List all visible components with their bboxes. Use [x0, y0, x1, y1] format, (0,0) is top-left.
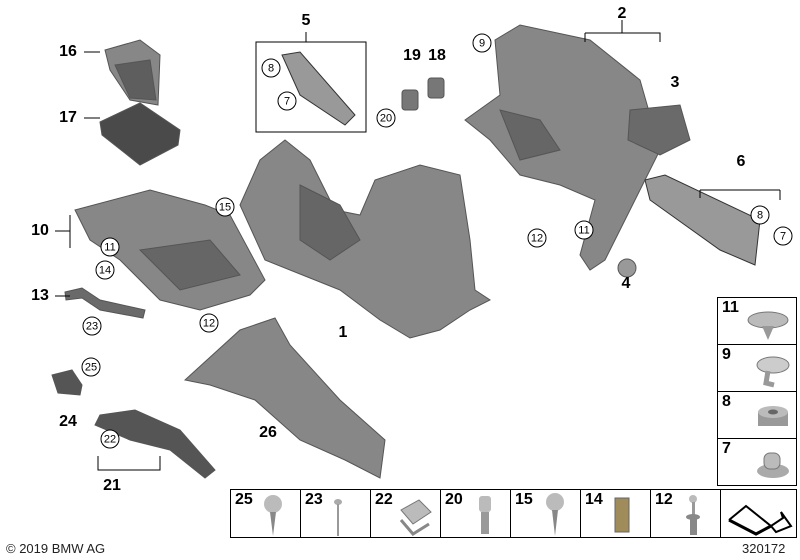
fastener-cell-7: 7 — [717, 438, 797, 486]
push-rivet-icon — [686, 495, 700, 535]
nut-clip-icon — [757, 452, 789, 478]
clip-icon — [747, 311, 789, 340]
callout-4: 4 — [621, 275, 631, 292]
rivet-icon — [334, 499, 342, 536]
fastener-cell-22: 22 — [370, 489, 441, 538]
callout-24: 24 — [59, 413, 77, 430]
fastener-cell-11: 11 — [717, 297, 797, 345]
fastener-cell-23: 23 — [300, 489, 371, 538]
circled-callout-22: 22 — [100, 429, 120, 449]
callout-21: 21 — [103, 477, 121, 494]
circled-callout-11b: 11 — [574, 220, 594, 240]
part-3-cover — [627, 104, 691, 156]
circled-callout-23: 23 — [82, 316, 102, 336]
callout-3: 3 — [670, 74, 680, 91]
callout-6: 6 — [736, 153, 746, 170]
circled-callout-7b: 7 — [773, 226, 793, 246]
speed-nut-icon — [399, 499, 432, 536]
callout-5: 5 — [301, 12, 311, 29]
part-5-net — [281, 51, 356, 126]
screw-clip-icon — [756, 356, 790, 388]
part-6-net — [644, 174, 761, 266]
fastener-cell-8: 8 — [717, 391, 797, 439]
fastener-cell-15: 15 — [510, 489, 581, 538]
circled-callout-11: 11 — [100, 237, 120, 257]
grommet-icon — [758, 406, 788, 426]
callout-16: 16 — [59, 43, 77, 60]
fastener-cell-25: 25 — [230, 489, 301, 538]
drawing-number: 320172 — [742, 541, 786, 556]
part-1-trim — [239, 139, 491, 339]
part-2-side-trim — [464, 24, 661, 271]
part-24-clip — [51, 369, 83, 396]
circled-callout-12: 12 — [199, 313, 219, 333]
circled-callout-8b: 8 — [750, 205, 770, 225]
circled-callout-14: 14 — [95, 260, 115, 280]
part-4-grommet — [617, 258, 637, 278]
callout-26: 26 — [259, 424, 277, 441]
callout-13: 13 — [31, 287, 49, 304]
screw-icon — [264, 495, 282, 536]
fastener-cell-14: 14 — [580, 489, 651, 538]
callout-17: 17 — [59, 109, 77, 126]
callout-18: 18 — [428, 47, 446, 64]
fastener-cell-20: 20 — [440, 489, 511, 538]
circled-callout-12b: 12 — [527, 228, 547, 248]
circled-callout-15: 15 — [215, 197, 235, 217]
circled-callout-20: 20 — [376, 108, 396, 128]
circled-callout-25: 25 — [81, 357, 101, 377]
part-17-pad — [99, 102, 181, 166]
clip-nut-icon — [614, 497, 630, 533]
part-26-panel — [183, 317, 386, 479]
fastener-cell-12: 12 — [650, 489, 721, 538]
circled-callout-7: 7 — [277, 91, 297, 111]
bolt-icon — [479, 496, 491, 534]
callout-1: 1 — [338, 324, 348, 341]
orientation-arrow-cell — [720, 489, 797, 538]
circled-callout-9: 9 — [472, 33, 492, 53]
callout-19: 19 — [403, 47, 421, 64]
part-13-bracket — [64, 287, 146, 319]
copyright-text: © 2019 BMW AG — [6, 541, 106, 556]
fastener-cell-9: 9 — [717, 344, 797, 392]
part-19 — [401, 89, 419, 111]
callout-10: 10 — [31, 222, 49, 239]
part-18 — [427, 77, 445, 99]
direction-arrow-icon — [728, 504, 793, 536]
screw-icon — [546, 493, 564, 536]
circled-callout-8: 8 — [261, 58, 281, 78]
callout-2: 2 — [617, 5, 627, 22]
